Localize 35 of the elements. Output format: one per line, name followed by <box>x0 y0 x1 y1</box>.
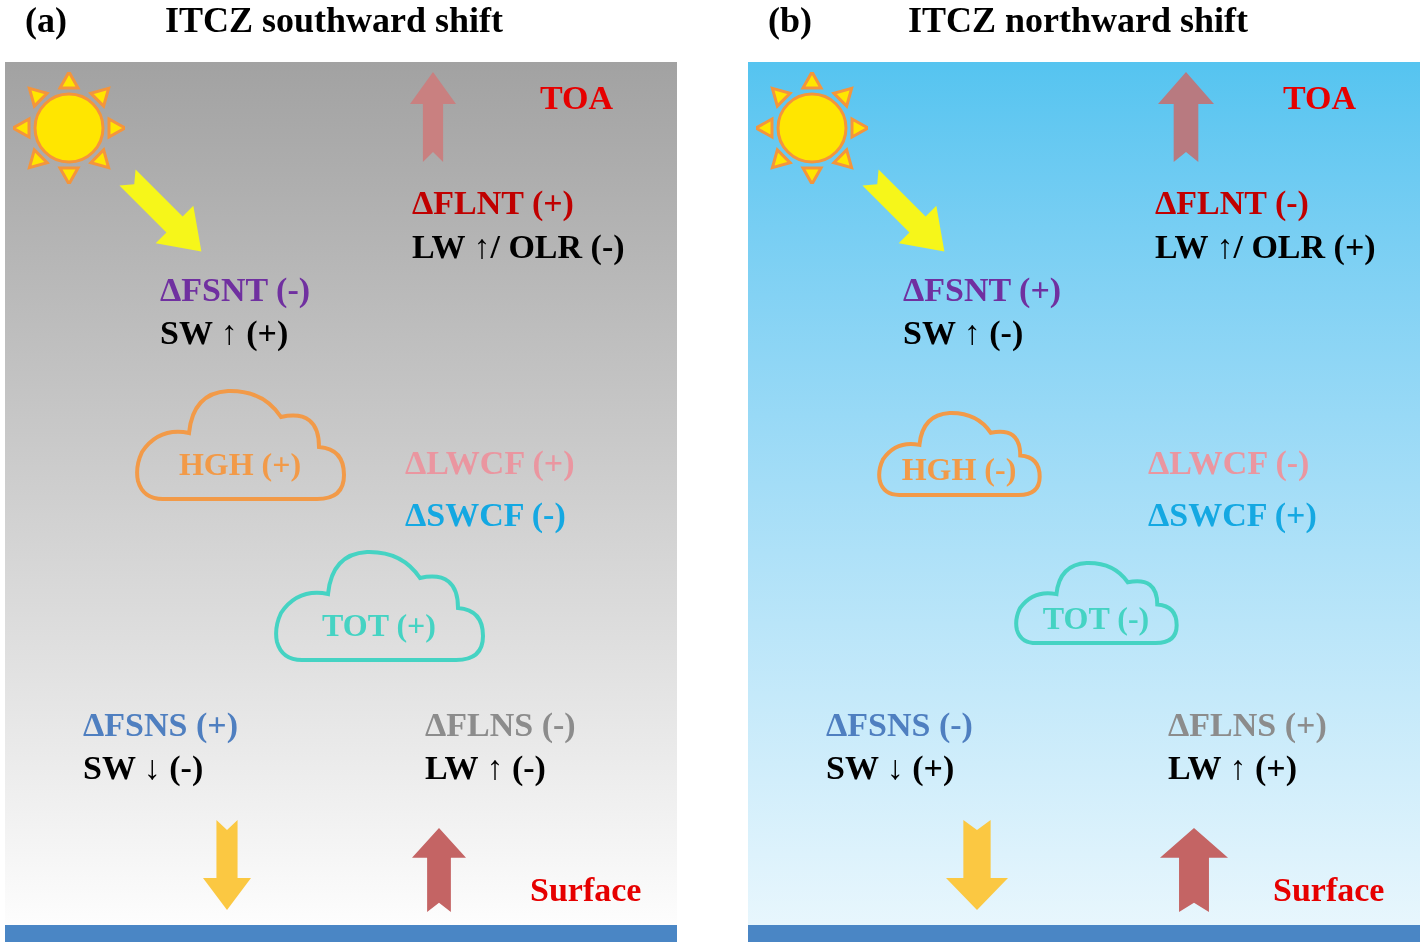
cloud-label: TOT (-) <box>1042 601 1150 634</box>
flux-label: ΔFLNT (+) <box>412 183 574 223</box>
cloud-label: HGH (-) <box>901 452 1017 485</box>
flux-label: SW ↓ (-) <box>83 748 204 788</box>
panel-letter: (b) <box>768 0 812 42</box>
flux-label: ΔFSNS (+) <box>83 705 238 745</box>
forcing-label: ΔSWCF (-) <box>405 495 566 535</box>
cloud-shape <box>133 387 347 503</box>
level-label: TOA <box>540 78 614 118</box>
level-label: Surface <box>530 870 642 910</box>
flux-label: ΔFSNT (+) <box>903 270 1062 310</box>
level-label: TOA <box>1283 78 1357 118</box>
level-label: Surface <box>1273 870 1385 910</box>
forcing-label: ΔLWCF (-) <box>1148 443 1310 483</box>
flux-label: LW ↑/ OLR (-) <box>412 227 625 267</box>
panel-title: ITCZ southward shift <box>165 0 504 42</box>
cloud-shape <box>1013 560 1179 646</box>
flux-label: ΔFLNS (+) <box>1168 705 1327 745</box>
cloud-label: TOT (+) <box>322 609 436 642</box>
panel-letter: (a) <box>25 0 67 42</box>
flux-label: SW ↑ (+) <box>160 313 289 353</box>
panel-title: ITCZ northward shift <box>908 0 1249 42</box>
flux-label: LW ↑ (+) <box>1168 748 1297 788</box>
flux-label: ΔFLNS (-) <box>425 705 576 745</box>
forcing-label: ΔSWCF (+) <box>1148 495 1317 535</box>
flux-label: ΔFSNT (-) <box>160 270 311 310</box>
cloud-shape <box>272 548 486 664</box>
flux-label: SW ↓ (+) <box>826 748 955 788</box>
cloud-label: HGH (+) <box>178 448 302 481</box>
flux-label: ΔFSNS (-) <box>826 705 973 745</box>
flux-label: LW ↑/ OLR (+) <box>1155 227 1376 267</box>
flux-label: ΔFLNT (-) <box>1155 183 1309 223</box>
flux-label: LW ↑ (-) <box>425 748 546 788</box>
cloud-shape <box>876 410 1042 498</box>
flux-label: SW ↑ (-) <box>903 313 1024 353</box>
